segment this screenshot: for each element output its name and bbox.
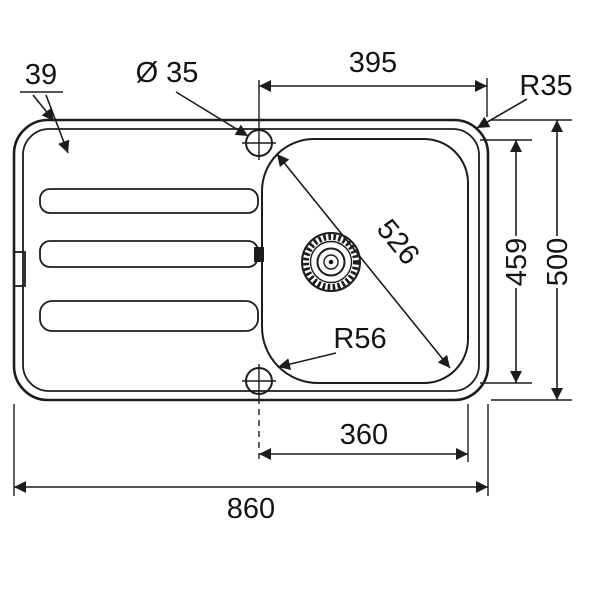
- left-rim-notch: [13, 251, 26, 287]
- dim-overall-width-label: 860: [227, 493, 275, 525]
- dim-diagonal-line: [276, 153, 451, 369]
- dim-basin-radius: R56: [277, 323, 387, 371]
- dim-rim-width-label: 39: [25, 59, 57, 91]
- sink-outer-outline: [12, 118, 490, 402]
- dim-overall-height-label-group: 500: [542, 238, 574, 286]
- dim-tap-hole: Ø 35: [136, 57, 249, 137]
- dim-corner-radius-leader: [476, 98, 528, 129]
- dim-diagonal-label: 526: [370, 213, 425, 271]
- dim-diagonal-label-group: 526: [370, 213, 425, 271]
- dim-rim-width: 39: [20, 59, 70, 154]
- dim-corner-radius-label: R35: [519, 70, 572, 102]
- dim-basin-radius-label: R56: [333, 323, 386, 355]
- dim-top-width: 395: [259, 47, 488, 117]
- dim-tap-hole-leader: [175, 91, 249, 137]
- basin-outline: [261, 138, 469, 384]
- drain-assembly: [301, 232, 361, 292]
- dim-overall-height-label: 500: [542, 238, 574, 286]
- dim-basin-radius-leader: [277, 352, 337, 371]
- dim-overall-width: 860: [13, 404, 489, 525]
- dim-corner-radius: R35: [476, 70, 573, 129]
- rib-end-block: [254, 247, 264, 262]
- drainer-rib-3: [39, 300, 259, 332]
- tap-hole-top: [242, 80, 276, 160]
- dim-basin-width-label: 360: [340, 419, 388, 451]
- dim-top-width-label: 395: [349, 47, 397, 79]
- drainer-rib-1: [39, 188, 259, 214]
- dim-basin-height-label-group: 459: [501, 238, 533, 286]
- dim-basin-height: 459: [480, 139, 533, 384]
- drain-center-dot: [328, 259, 334, 265]
- dim-tap-hole-label: Ø 35: [136, 57, 199, 89]
- dim-overall-height: 500: [491, 119, 574, 401]
- dim-rim-width-arrow-inner: [45, 94, 70, 154]
- dim-rim-width-arrow-outer: [32, 94, 55, 122]
- dim-basin-width: 360: [258, 398, 469, 462]
- drainer-rib-2: [39, 240, 259, 268]
- dim-basin-height-label: 459: [501, 238, 533, 286]
- tap-hole-bottom: [242, 364, 276, 398]
- sink-body: [12, 118, 490, 402]
